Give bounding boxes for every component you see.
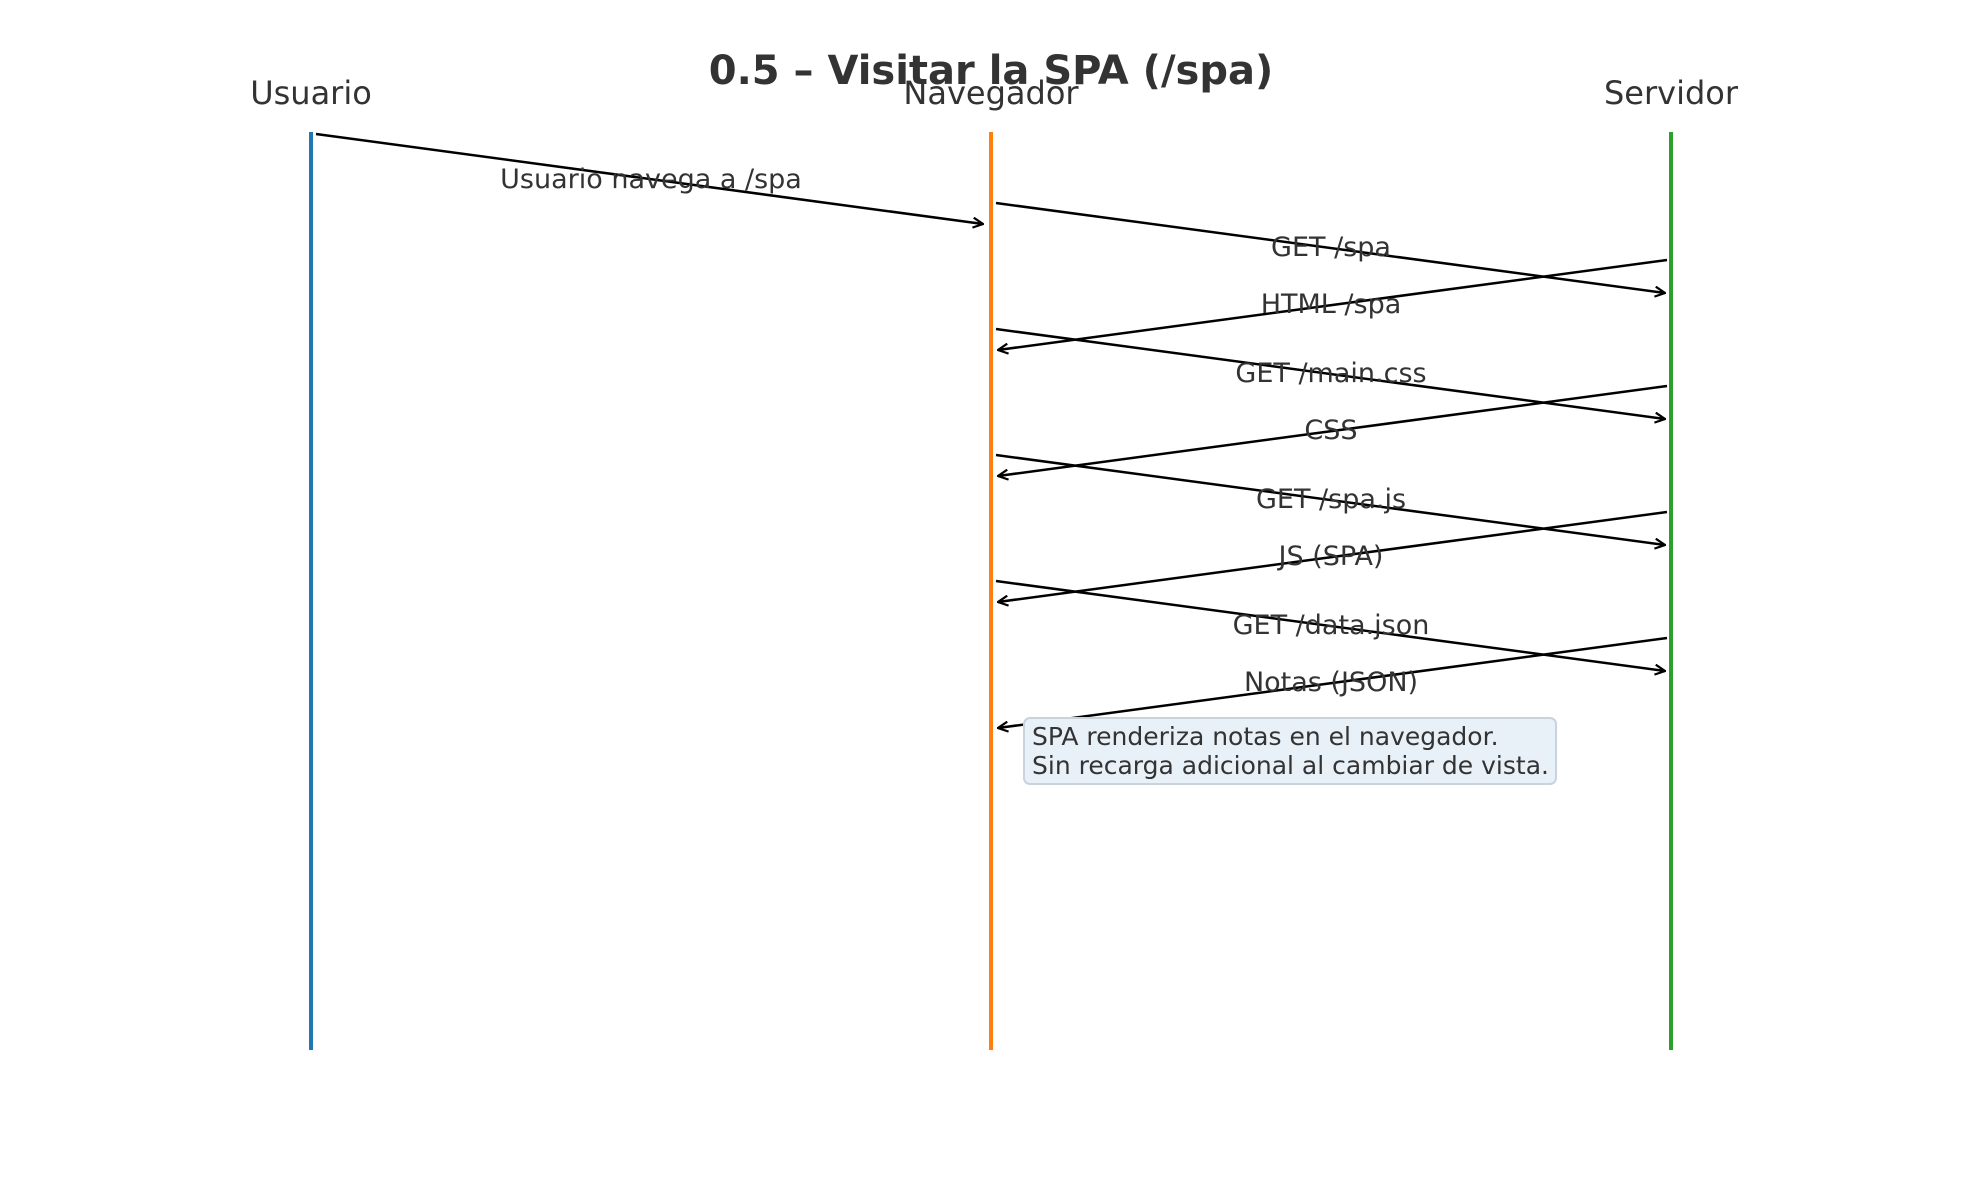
message-label-1: Usuario navega a /spa xyxy=(500,164,802,195)
message-label-9: Notas (JSON) xyxy=(1244,667,1418,698)
message-arrow-6 xyxy=(995,453,1665,545)
message-label-4: GET /main.css xyxy=(1235,358,1426,389)
note-line-2: Sin recarga adicional al cambiar de vist… xyxy=(1032,751,1549,780)
message-arrow-8 xyxy=(995,579,1665,671)
message-arrow-9 xyxy=(998,636,1668,728)
message-label-3: HTML /spa xyxy=(1261,289,1402,320)
message-label-7: JS (SPA) xyxy=(1277,541,1384,572)
message-arrow-1 xyxy=(315,132,983,224)
message-arrows xyxy=(315,132,1668,728)
note-background xyxy=(1023,717,1557,785)
actor-label-servidor: Servidor xyxy=(1604,74,1739,112)
message-label-8: GET /data.json xyxy=(1233,610,1430,641)
actor-label-usuario: Usuario xyxy=(250,74,372,112)
message-arrow-7 xyxy=(998,510,1668,602)
message-arrow-3 xyxy=(998,258,1668,350)
message-label-6: GET /spa.js xyxy=(1256,484,1406,515)
actor-label-navegador: Navegador xyxy=(903,74,1079,112)
note-line-1: SPA renderiza notas en el navegador. xyxy=(1032,722,1499,751)
message-label-2: GET /spa xyxy=(1271,232,1391,263)
message-arrow-2 xyxy=(995,201,1665,293)
message-label-5: CSS xyxy=(1304,415,1357,446)
message-arrow-4 xyxy=(995,327,1665,419)
diagram-title: 0.5 – Visitar la SPA (/spa) xyxy=(709,48,1274,94)
message-arrow-5 xyxy=(998,384,1668,476)
message-labels: Usuario navega a /spa GET /spa HTML /spa… xyxy=(500,164,1429,698)
note-box: SPA renderiza notas en el navegador. Sin… xyxy=(1023,717,1557,785)
